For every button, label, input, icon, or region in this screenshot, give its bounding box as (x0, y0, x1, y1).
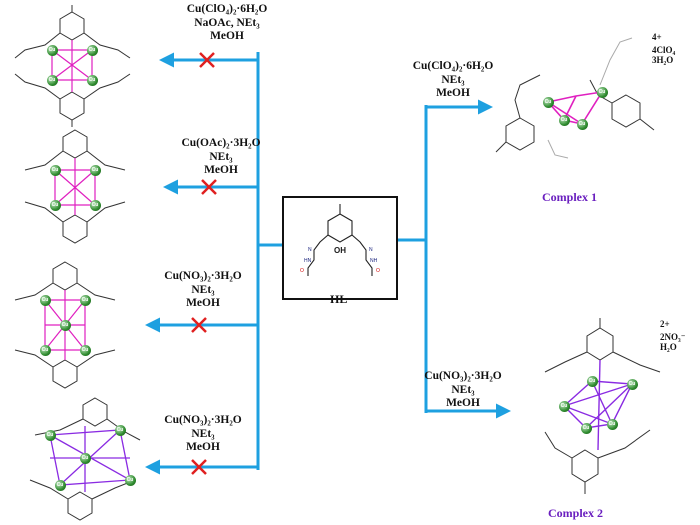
cu-atom: Cu (606, 418, 618, 430)
svg-text:O: O (300, 268, 304, 274)
cu-atom: Cu (86, 74, 98, 86)
cu-atom: Cu (59, 319, 71, 331)
cu-atom: Cu (79, 452, 91, 464)
condition-line: NEt₃ (191, 283, 215, 296)
condition-failed-1: Cu(ClO₄)₂·6H₂O NaOAc, NEt₃ MeOH (172, 3, 282, 44)
condition-line: Cu(NO₃)₂·3H₂O (164, 414, 242, 426)
svg-text:NH: NH (370, 258, 378, 264)
cu-atom: Cu (44, 429, 56, 441)
counterion: 3H₂O (652, 55, 674, 65)
cu-atom: Cu (576, 118, 588, 130)
cu-atom: Cu (626, 378, 638, 390)
complex-1-charge: 4+ (652, 32, 662, 42)
cu-atom: Cu (114, 424, 126, 436)
condition-line: NEt₃ (191, 427, 215, 440)
ligand-oh-label: OH (334, 246, 346, 255)
counterion: 4ClO₄ (652, 45, 676, 55)
condition-line: Cu(OAc)₂·3H₂O (181, 137, 261, 149)
condition-failed-4: Cu(NO₃)₂·3H₂O NEt₃ MeOH (148, 414, 258, 455)
condition-line: Cu(NO₃)₂·3H₂O (164, 270, 242, 282)
counterion: 2NO₃⁻ (660, 332, 686, 342)
condition-line: MeOH (436, 87, 470, 99)
condition-line: NEt₃ (209, 150, 233, 163)
ligand-label: HL (330, 292, 348, 306)
cu-atom: Cu (558, 400, 570, 412)
cu-atom: Cu (39, 344, 51, 356)
complex-1-counterions: 4+ 4ClO₄ 3H₂O (652, 32, 676, 65)
cu-atom: Cu (79, 344, 91, 356)
cu-atom: Cu (596, 86, 608, 98)
condition-line: MeOH (446, 397, 480, 409)
cu-atom: Cu (542, 96, 554, 108)
failed-cross-3 (191, 317, 207, 333)
complex-2-charge: 2+ (660, 319, 670, 329)
failed-cross-2 (201, 179, 217, 195)
complex-2-counterions: 2+ 2NO₃⁻ H₂O (660, 319, 686, 352)
condition-line: NaOAc, NEt₃ (194, 16, 260, 29)
svg-text:N: N (308, 247, 312, 253)
counterion: H₂O (660, 342, 677, 352)
cu-atom: Cu (46, 44, 58, 56)
ligand-structure: N N HN NH O O (300, 204, 380, 276)
failed-cross-1 (199, 52, 215, 68)
cu-atom: Cu (124, 474, 136, 486)
cu-atom: Cu (49, 199, 61, 211)
condition-line: MeOH (186, 441, 220, 453)
cu-atom: Cu (86, 44, 98, 56)
cu-atom: Cu (558, 114, 570, 126)
cu-atom: Cu (54, 479, 66, 491)
cu-atom: Cu (49, 164, 61, 176)
cu-atom: Cu (46, 74, 58, 86)
condition-failed-3: Cu(NO₃)₂·3H₂O NEt₃ MeOH (148, 270, 258, 311)
svg-text:O: O (376, 268, 380, 274)
condition-failed-2: Cu(OAc)₂·3H₂O NEt₃ MeOH (166, 137, 276, 178)
condition-line: Cu(ClO₄)₂·6H₂O (186, 3, 268, 15)
failed-cross-4 (191, 459, 207, 475)
condition-line: MeOH (210, 30, 244, 42)
cu-atom: Cu (39, 294, 51, 306)
cu-atom: Cu (586, 375, 598, 387)
cu-atom: Cu (580, 422, 592, 434)
svg-text:N: N (369, 247, 373, 253)
condition-line: Cu(NO₃)₂·3H₂O (424, 370, 502, 382)
cu-atom: Cu (89, 164, 101, 176)
svg-text:HN: HN (304, 258, 312, 264)
cu-atom: Cu (89, 199, 101, 211)
complex-1-label: Complex 1 (542, 190, 597, 204)
condition-line: NEt₃ (451, 383, 475, 396)
ligand-box: N N HN NH O O OH (282, 196, 398, 300)
cu-atom: Cu (79, 294, 91, 306)
condition-complex-2: Cu(NO₃)₂·3H₂O NEt₃ MeOH (408, 370, 518, 411)
complex-2-label: Complex 2 (548, 506, 603, 520)
condition-line: Cu(ClO₄)₂·6H₂O (412, 60, 494, 72)
condition-complex-1: Cu(ClO₄)₂·6H₂O NEt₃ MeOH (398, 60, 508, 101)
condition-line: MeOH (186, 297, 220, 309)
condition-line: MeOH (204, 164, 238, 176)
condition-line: NEt₃ (441, 73, 465, 86)
